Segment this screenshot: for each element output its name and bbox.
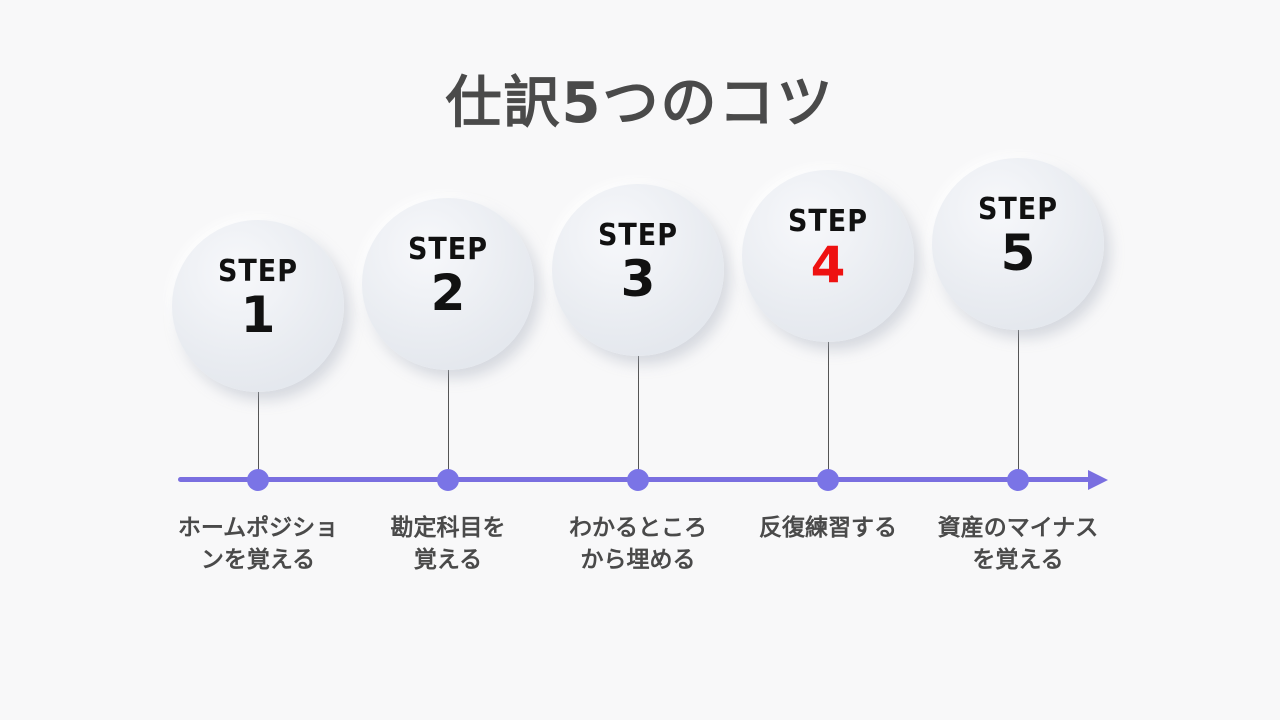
step-5-dot (1007, 469, 1029, 491)
step-1-word: STEP (217, 254, 299, 289)
step-3-label-line2: から埋める (580, 547, 696, 573)
step-3-number: 3 (620, 250, 656, 308)
step-1-number: 1 (240, 286, 276, 344)
step-1-label-line1: ホームポジショ (177, 515, 339, 541)
step-4-connector (828, 340, 829, 480)
step-2-label-line2: 覚える (413, 547, 483, 573)
step-4-word: STEP (787, 204, 869, 239)
step-4-dot (817, 469, 839, 491)
step-4-number: 4 (810, 236, 846, 294)
step-2-label-line1: 勘定科目を (390, 515, 506, 541)
step-3-label-line1: わかるところ (569, 515, 707, 541)
step-2-label: 勘定科目を 覚える (348, 512, 548, 576)
timeline-arrow-icon (1088, 470, 1108, 490)
step-3-label: わかるところ から埋める (538, 512, 738, 576)
step-3-connector (638, 354, 639, 480)
step-2-connector (448, 368, 449, 480)
step-5-circle: STEP 5 (932, 158, 1104, 330)
step-5-number: 5 (1000, 224, 1036, 282)
step-2-word: STEP (407, 232, 489, 267)
step-5-label: 資産のマイナス を覚える (918, 512, 1118, 576)
step-5-label-line2: を覚える (972, 547, 1064, 573)
step-2-number: 2 (430, 264, 466, 322)
step-3-circle: STEP 3 (552, 184, 724, 356)
step-1-label: ホームポジショ ンを覚える (158, 512, 358, 576)
step-1-label-line2: ンを覚える (200, 547, 316, 573)
step-3-word: STEP (597, 218, 679, 253)
diagram-title: 仕訳5つのコツ (445, 71, 835, 136)
step-4-label-line1: 反復練習する (759, 515, 897, 541)
step-1-dot (247, 469, 269, 491)
step-4-circle: STEP 4 (742, 170, 914, 342)
step-1-circle: STEP 1 (172, 220, 344, 392)
step-2-dot (437, 469, 459, 491)
step-2-circle: STEP 2 (362, 198, 534, 370)
step-5-label-line1: 資産のマイナス (937, 515, 1099, 541)
step-1-connector (258, 390, 259, 480)
step-5-word: STEP (977, 192, 1059, 227)
step-3-dot (627, 469, 649, 491)
step-4-label: 反復練習する (728, 512, 928, 544)
step-5-connector (1018, 328, 1019, 480)
